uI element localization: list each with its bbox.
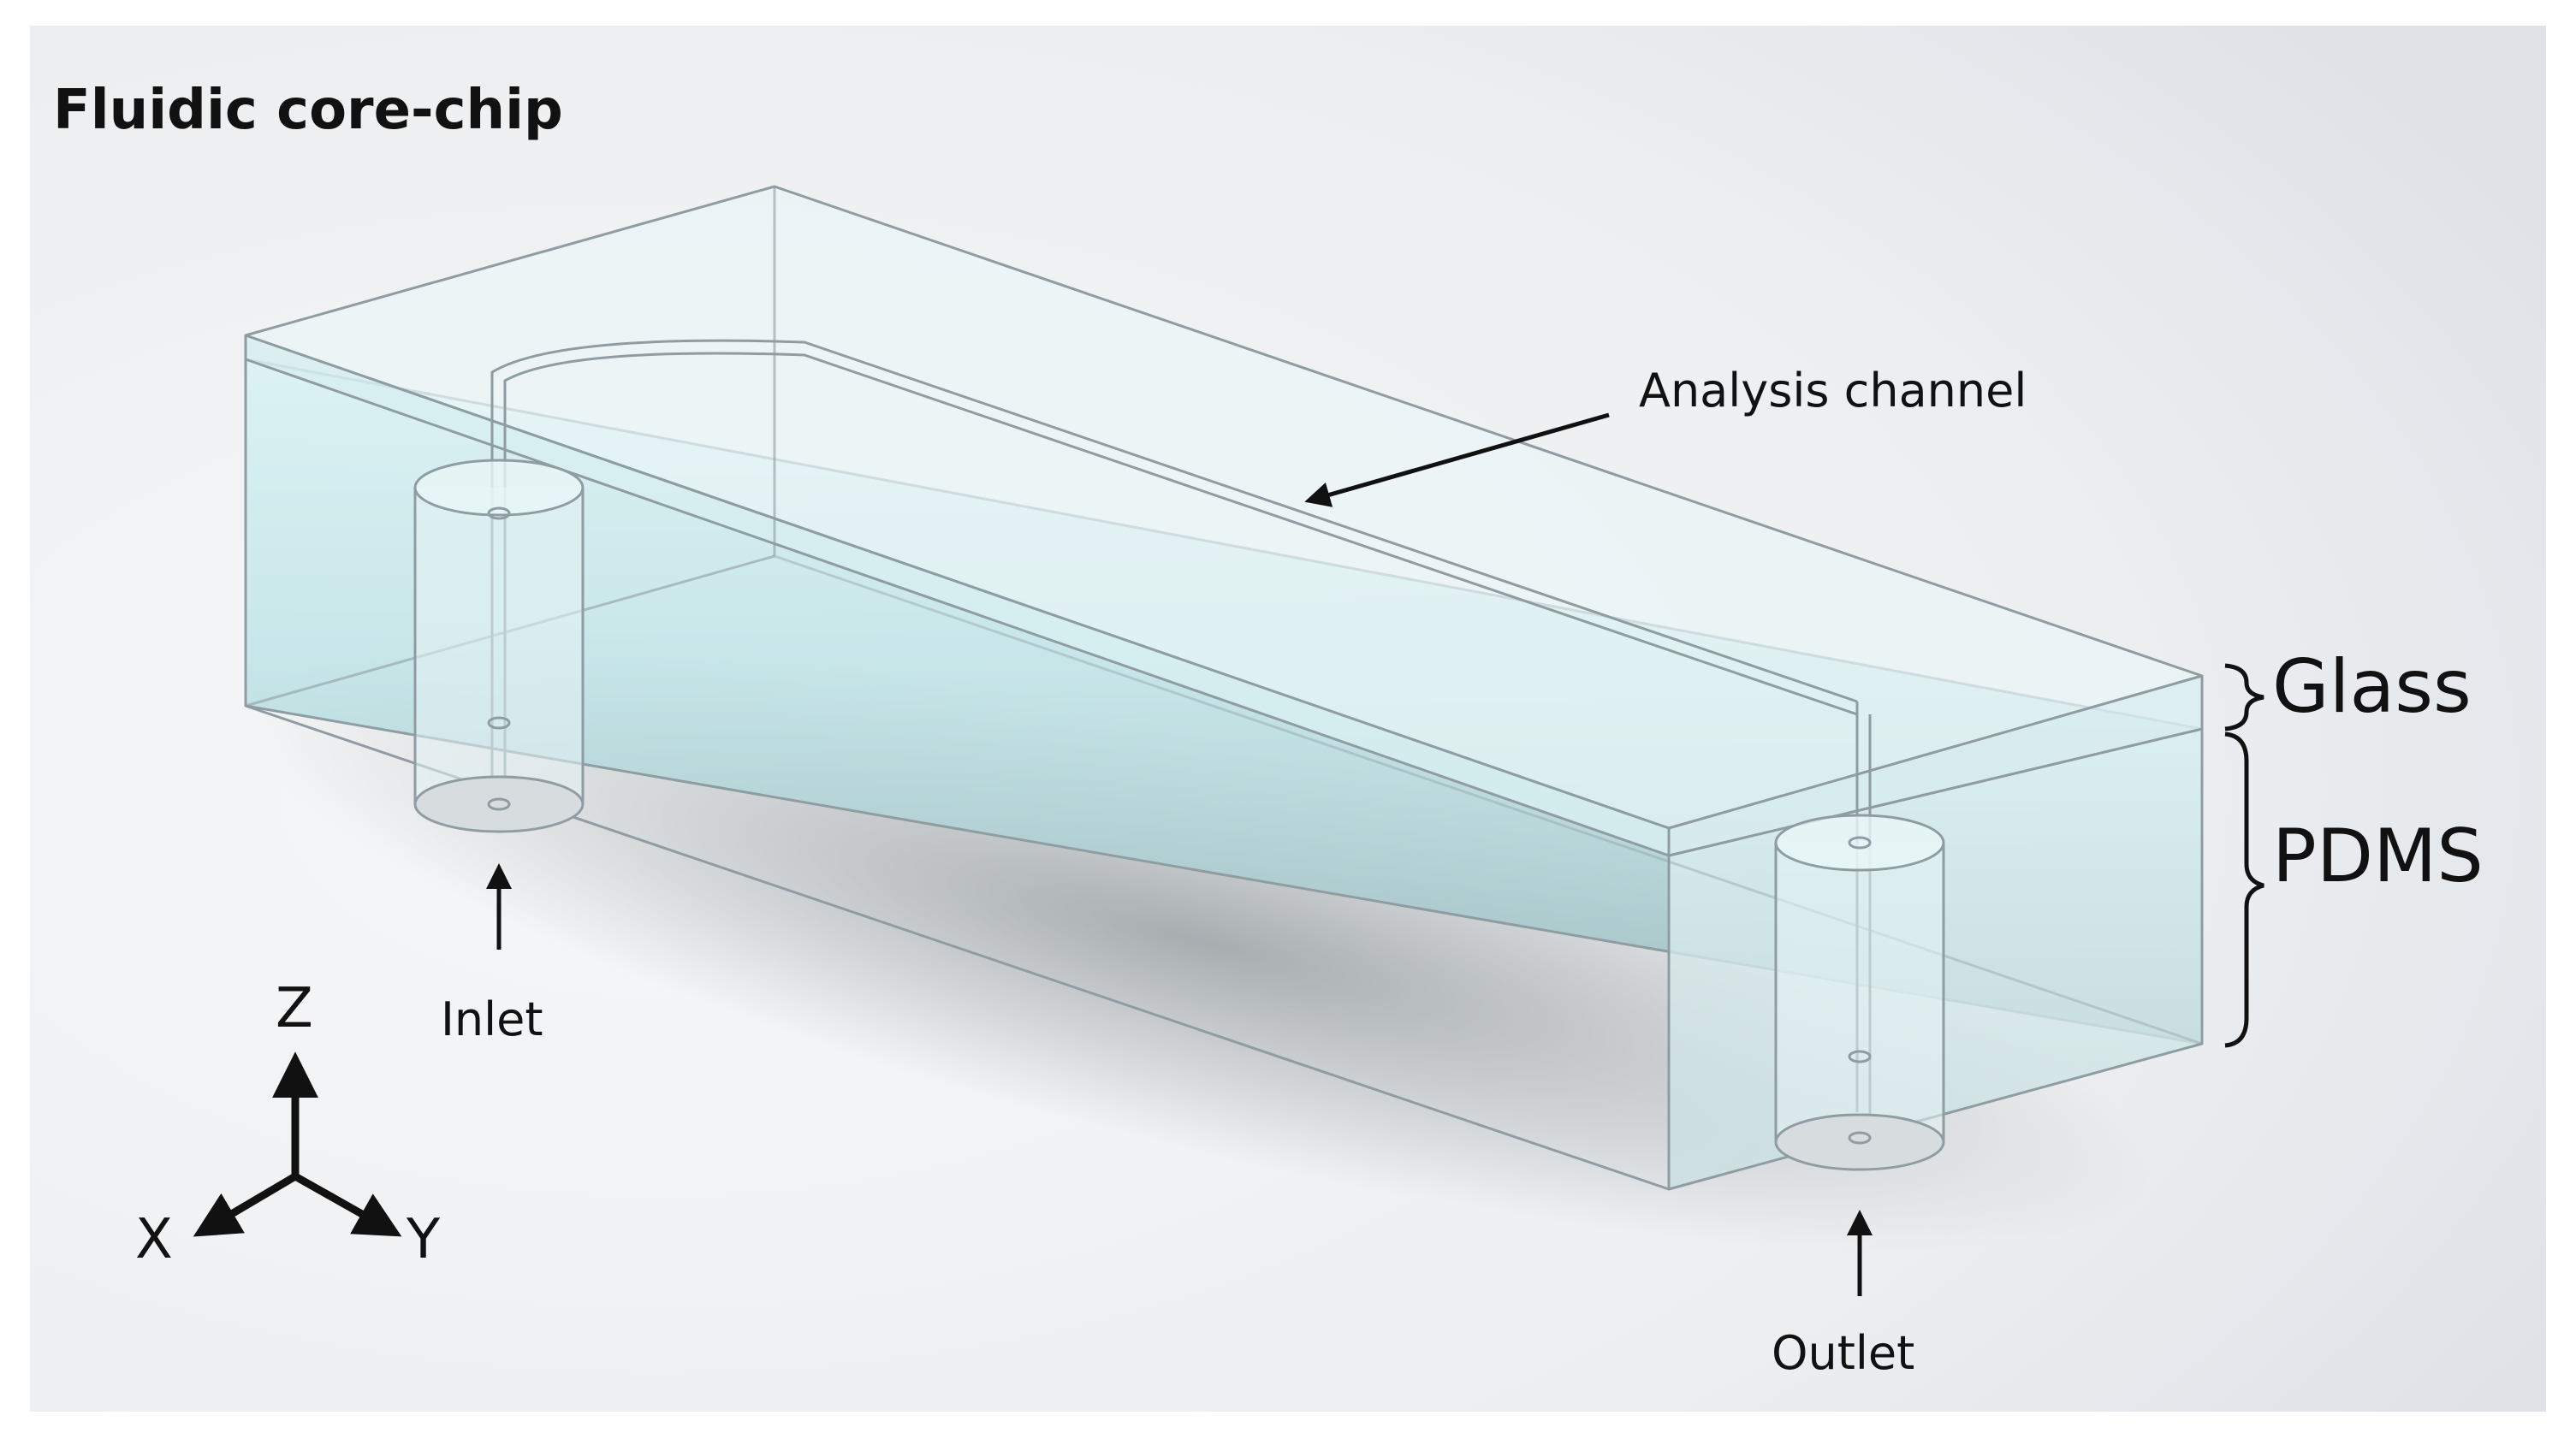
chip-body: [244, 185, 2204, 1191]
axis-triad: [193, 1051, 402, 1237]
glass-label: Glass: [2272, 644, 2472, 730]
outlet-label: Outlet: [1772, 1326, 1914, 1380]
glass-bracket: [2224, 663, 2264, 731]
outlet-port: [1774, 814, 1945, 1171]
pdms-bracket: [2224, 731, 2264, 1048]
analysis-channel-arrow: [1304, 412, 1610, 507]
figure-title: Fluidic core-chip: [53, 79, 563, 142]
glass-end-edge: [1667, 674, 2204, 857]
pdms-label: PDMS: [2272, 814, 2484, 899]
axis-z-label: Z: [276, 977, 313, 1040]
axis-x-label: X: [135, 1208, 173, 1271]
axis-y-label: Y: [406, 1208, 441, 1271]
inlet-label: Inlet: [441, 992, 543, 1046]
analysis-channel-label: Analysis channel: [1639, 364, 2027, 418]
inlet-port: [413, 459, 585, 833]
